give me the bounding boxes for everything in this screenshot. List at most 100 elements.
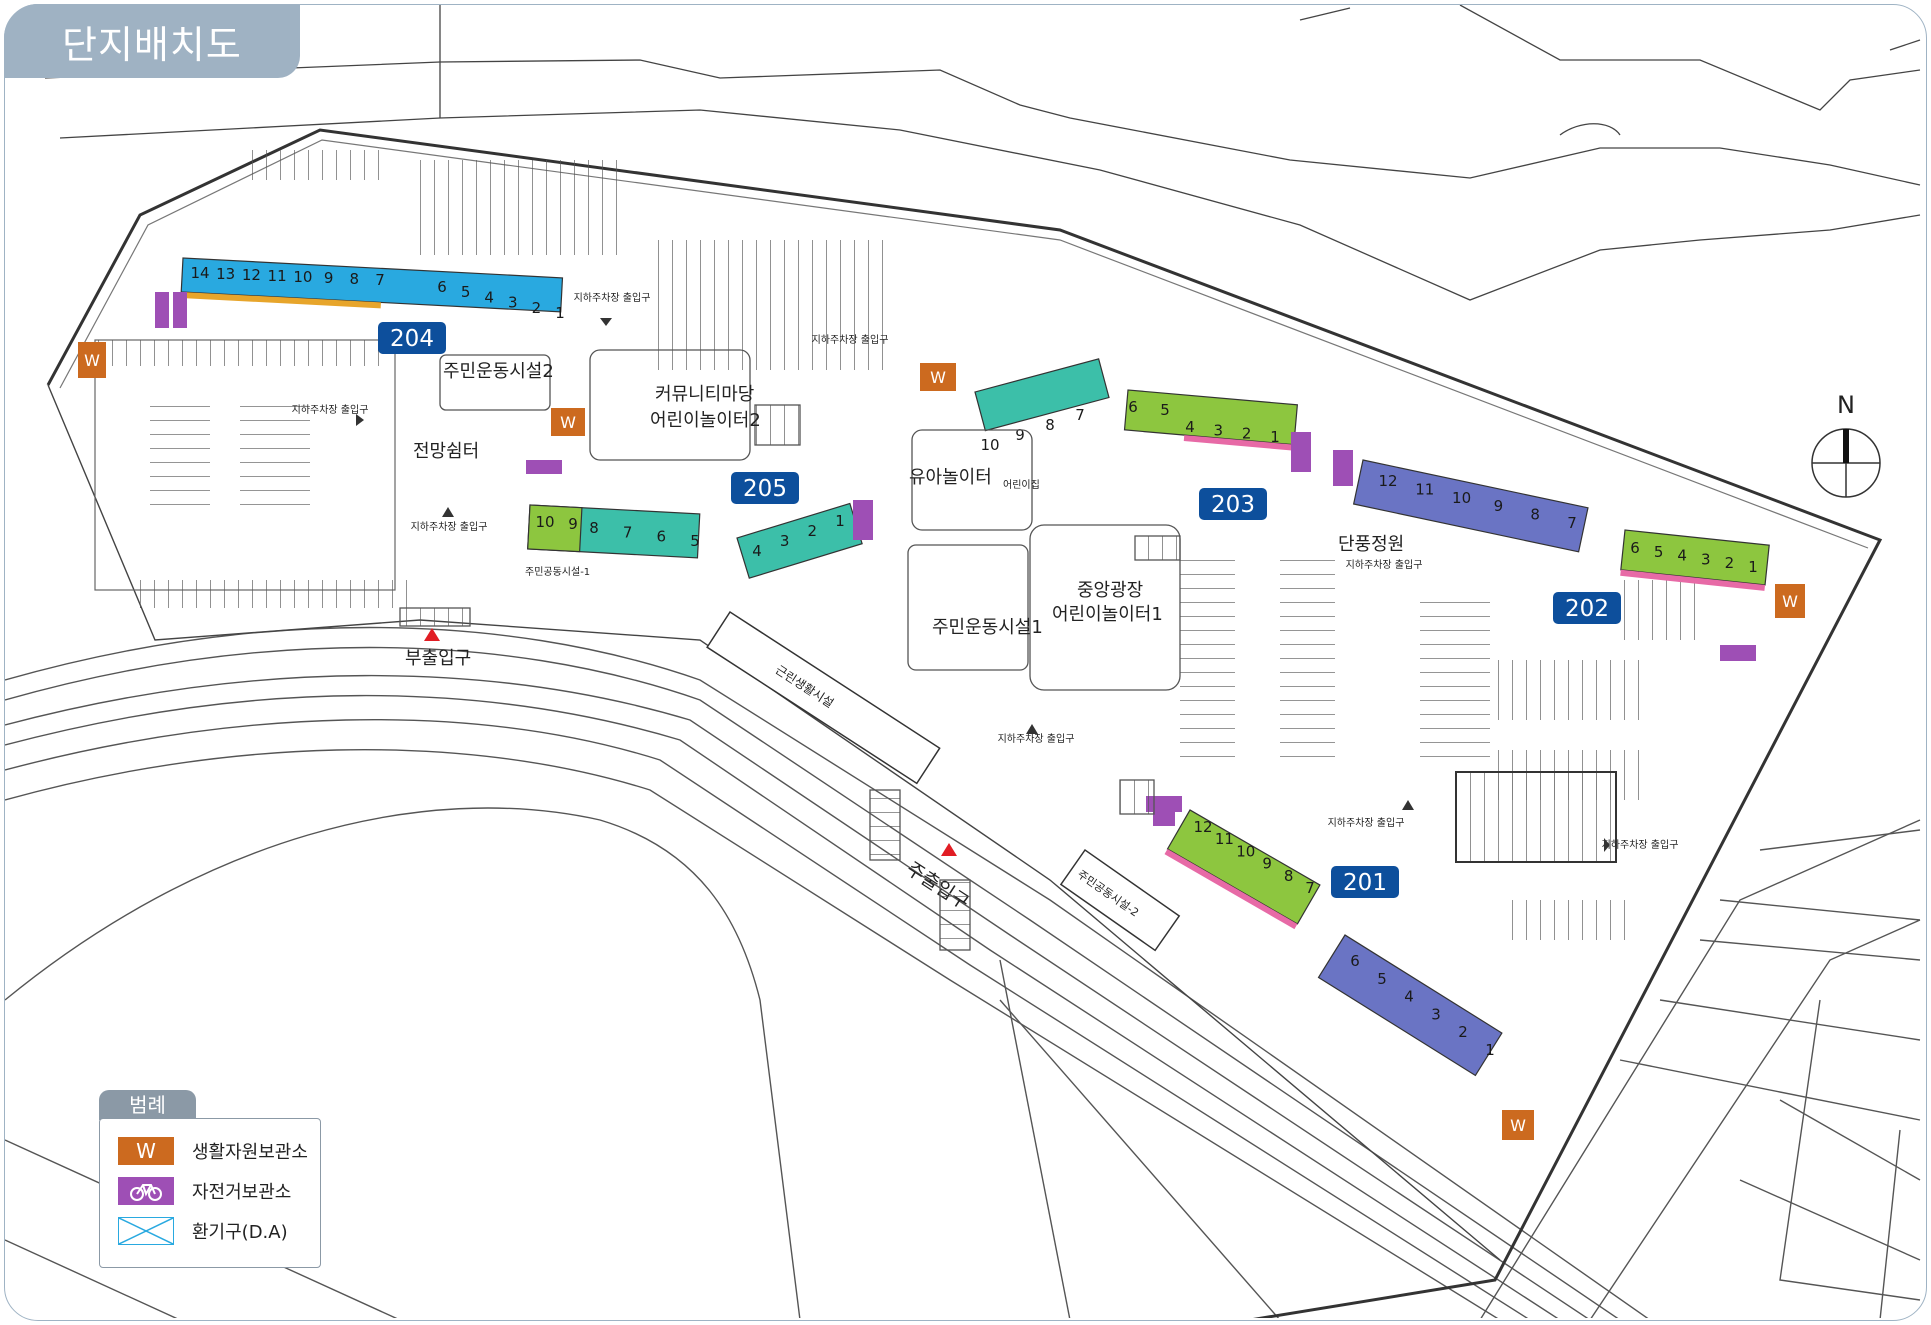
- crosswalks: [399, 607, 1155, 951]
- legend-item-bike: 자전거보관소: [118, 1177, 291, 1205]
- building-204[interactable]: [180, 257, 564, 318]
- unit-number: 3: [508, 294, 518, 312]
- badge-205[interactable]: 205: [731, 472, 799, 504]
- building-202-east[interactable]: [1620, 529, 1770, 591]
- unit-number: 10: [1452, 489, 1471, 507]
- central-plaza-area: [439, 349, 1181, 691]
- unit-number: 2: [1242, 425, 1252, 443]
- unit-number: 8: [1045, 416, 1055, 434]
- small-labels: 주민공동시설-1 어린이집: [525, 479, 1040, 578]
- badge-202[interactable]: 202: [1553, 592, 1621, 624]
- community-facility-2[interactable]: 주민공동시설-2: [1059, 848, 1181, 952]
- w-marker[interactable]: W: [1502, 1110, 1534, 1140]
- unit-number: 6: [657, 528, 667, 546]
- bike-storage[interactable]: [173, 292, 187, 328]
- legend-panel: W 생활자원보관소 자전거보관소 환기구(D.A): [99, 1118, 321, 1268]
- badge-204[interactable]: 204: [378, 322, 446, 354]
- unit-number: 6: [1630, 539, 1640, 557]
- unit-number: 9: [1015, 426, 1025, 444]
- unit-number: 5: [1654, 543, 1664, 561]
- w-marker[interactable]: W: [78, 342, 106, 378]
- bike-storage[interactable]: [1153, 812, 1175, 826]
- fitness1-label: 주민운동시설1: [932, 617, 1043, 638]
- unit-number: 3: [1431, 1005, 1441, 1023]
- unit-number: 12: [1193, 818, 1212, 836]
- unit-number: 5: [1377, 970, 1387, 988]
- vent-icon: [118, 1217, 174, 1245]
- svg-text:W: W: [560, 413, 576, 432]
- sub-entrance-arrow: [424, 628, 440, 641]
- unit-number: 3: [1701, 550, 1711, 568]
- unit-number: 2: [808, 522, 818, 540]
- building-201[interactable]: [1164, 809, 1321, 930]
- bike-storage[interactable]: [1720, 645, 1756, 661]
- unit-number: 10: [535, 513, 554, 531]
- unit-number: 10: [293, 268, 312, 286]
- parking-entrance-label: 지하주차장 출입구: [574, 291, 651, 304]
- badge-203-text: 203: [1211, 492, 1255, 518]
- svg-text:W: W: [84, 351, 100, 370]
- unit-number: 8: [350, 270, 360, 288]
- badge-204-text: 204: [390, 326, 434, 352]
- bike-storage[interactable]: [853, 500, 873, 540]
- garden-label: 단풍정원: [1338, 534, 1404, 555]
- unit-number: 11: [1215, 830, 1234, 848]
- unit-number: 1: [1485, 1041, 1495, 1059]
- bike-storage[interactable]: [526, 460, 562, 474]
- unit-number: 4: [1185, 418, 1195, 436]
- unit-number: 11: [268, 267, 287, 285]
- bike-storage[interactable]: [1291, 432, 1311, 472]
- unit-number: 8: [1530, 506, 1540, 524]
- playground1-label: 어린이놀이터1: [1052, 604, 1163, 625]
- w-marker[interactable]: W: [1775, 584, 1805, 618]
- building-badges: 204 205 203 202 201: [378, 322, 1621, 898]
- daycare-label: 어린이집: [1003, 479, 1040, 491]
- unit-number: 4: [484, 288, 494, 306]
- unit-number: 2: [1725, 554, 1735, 572]
- parking-entrance-labels: 지하주차장 출입구 지하주차장 출입구 지하주차장 출입구 지하주차장 출입구 …: [292, 291, 1679, 851]
- svg-text:W: W: [930, 368, 946, 387]
- unit-number: 7: [1075, 406, 1085, 424]
- unit-number: 1: [835, 512, 845, 530]
- badge-203[interactable]: 203: [1199, 488, 1267, 520]
- legend-item-vent: 환기구(D.A): [118, 1217, 288, 1245]
- building-202[interactable]: [1352, 459, 1589, 553]
- unit-number: 8: [589, 519, 599, 537]
- parking-entrance-label: 지하주차장 출입구: [1328, 816, 1405, 829]
- legend-label-resource: 생활자원보관소: [192, 1142, 308, 1163]
- parking-arrows: [356, 318, 1610, 852]
- toddler-play-label: 유아놀이터: [909, 467, 992, 488]
- page-title: 단지배치도: [4, 4, 300, 78]
- community-yard-label: 커뮤니티마당: [655, 384, 754, 405]
- bicycle-icon: [118, 1177, 174, 1205]
- w-marker[interactable]: W: [920, 363, 956, 391]
- unit-number: 11: [1415, 480, 1434, 498]
- bike-storage[interactable]: [1146, 796, 1182, 812]
- w-markers: W W W W W: [78, 342, 1805, 1140]
- parking-areas: [90, 150, 1700, 940]
- unit-number: 5: [690, 532, 700, 550]
- bike-markers: [155, 292, 1756, 826]
- compass-north-label: N: [1837, 393, 1855, 419]
- unit-number: 13: [216, 265, 235, 283]
- community-facility-1-label: 주민공동시설-1: [525, 566, 590, 578]
- bike-storage[interactable]: [155, 292, 169, 328]
- bike-storage[interactable]: [1333, 450, 1353, 486]
- building-203[interactable]: [974, 358, 1110, 432]
- unit-number: 7: [375, 271, 385, 289]
- building-203-east[interactable]: [1123, 389, 1299, 451]
- badge-201[interactable]: 201: [1331, 866, 1399, 898]
- building-205[interactable]: [527, 504, 701, 559]
- building-201-south[interactable]: [1317, 934, 1503, 1077]
- parking-entrance-label: 지하주차장 출입구: [1602, 838, 1679, 851]
- unit-number: 4: [1677, 547, 1687, 565]
- site-boundary: [46, 128, 1883, 1318]
- w-marker[interactable]: W: [551, 408, 585, 436]
- parking-entrance-label: 지하주차장 출입구: [998, 732, 1075, 745]
- unit-number: 4: [1404, 988, 1414, 1006]
- unit-number: 1: [1270, 428, 1280, 446]
- unit-number: 9: [568, 515, 578, 533]
- unit-number: 6: [1128, 398, 1138, 416]
- parking-entrance-label: 지하주차장 출입구: [812, 333, 889, 346]
